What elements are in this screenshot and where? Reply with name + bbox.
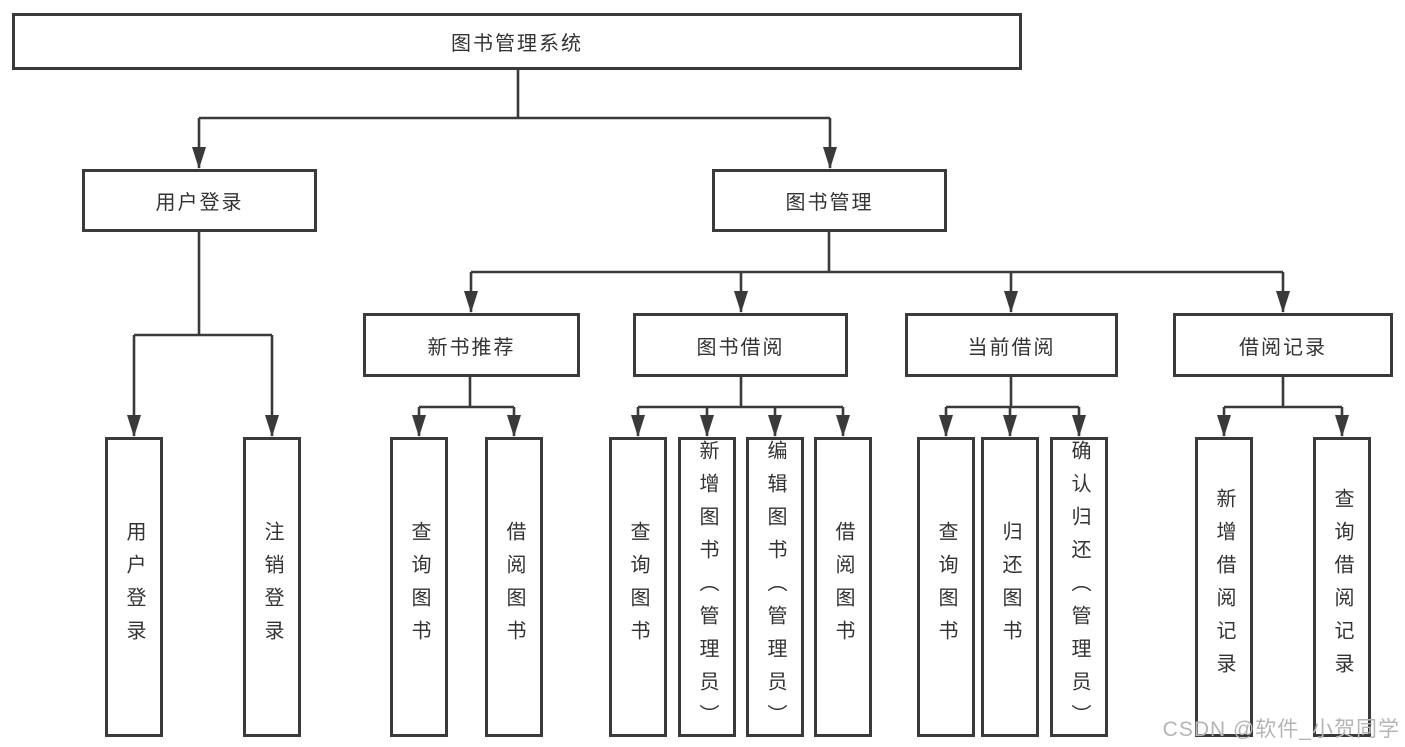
node-current-borrow-label: 当前借阅: [967, 336, 1056, 359]
node-borrow-records: 借阅记录: [1173, 313, 1393, 377]
leaf-cb-return-books: 归还图书: [981, 437, 1039, 737]
node-book-management-label: 图书管理: [785, 192, 874, 214]
leaf-br-query-record-label: 查询借阅记录: [1331, 488, 1353, 686]
leaf-nbr-borrow-books-label: 借阅图书: [503, 521, 525, 653]
leaf-cb-return-books-label: 归还图书: [999, 521, 1021, 653]
leaf-logout-login-label: 注销登录: [261, 521, 283, 653]
node-root-label: 图书管理系统: [451, 33, 583, 55]
leaf-bb-query-books-label: 查询图书: [627, 521, 649, 653]
leaf-bb-query-books: 查询图书: [609, 437, 667, 737]
leaf-bb-edit-books-admin: 编辑图书（管理员）: [746, 437, 804, 737]
node-user-login-label: 用户登录: [155, 192, 244, 214]
leaf-nbr-borrow-books: 借阅图书: [485, 437, 543, 737]
leaf-br-add-record: 新增借阅记录: [1195, 437, 1253, 737]
node-book-management: 图书管理: [712, 169, 947, 232]
leaf-logout-login: 注销登录: [243, 437, 301, 737]
leaf-br-add-record-label: 新增借阅记录: [1213, 488, 1235, 686]
leaf-user-login-label: 用户登录: [123, 521, 145, 653]
leaf-br-query-record: 查询借阅记录: [1313, 437, 1371, 737]
node-book-borrow: 图书借阅: [633, 313, 848, 377]
leaf-cb-confirm-return-admin: 确认归还（管理员）: [1050, 437, 1108, 737]
leaf-cb-query-books: 查询图书: [917, 437, 975, 737]
leaf-bb-borrow-books-label: 借阅图书: [832, 521, 854, 653]
leaf-bb-add-books-admin: 新增图书（管理员）: [678, 437, 736, 737]
node-new-book-recommend: 新书推荐: [363, 313, 580, 377]
leaf-user-login: 用户登录: [105, 437, 163, 737]
leaf-cb-confirm-return-admin-label: 确认归还（管理员）: [1068, 440, 1090, 737]
node-book-borrow-label: 图书借阅: [696, 336, 785, 359]
node-new-book-recommend-label: 新书推荐: [427, 336, 516, 359]
leaf-bb-borrow-books: 借阅图书: [814, 437, 872, 737]
leaf-bb-edit-books-admin-label: 编辑图书（管理员）: [764, 440, 786, 737]
leaf-bb-add-books-admin-label: 新增图书（管理员）: [696, 440, 718, 737]
leaf-nbr-query-books: 查询图书: [390, 437, 448, 737]
leaf-nbr-query-books-label: 查询图书: [408, 521, 430, 653]
watermark: CSDN @软件_小贺同学: [1162, 718, 1400, 741]
node-borrow-records-label: 借阅记录: [1239, 336, 1327, 359]
node-user-login: 用户登录: [82, 169, 317, 232]
leaf-cb-query-books-label: 查询图书: [935, 521, 957, 653]
node-root: 图书管理系统: [12, 13, 1022, 70]
node-current-borrow: 当前借阅: [905, 313, 1118, 377]
